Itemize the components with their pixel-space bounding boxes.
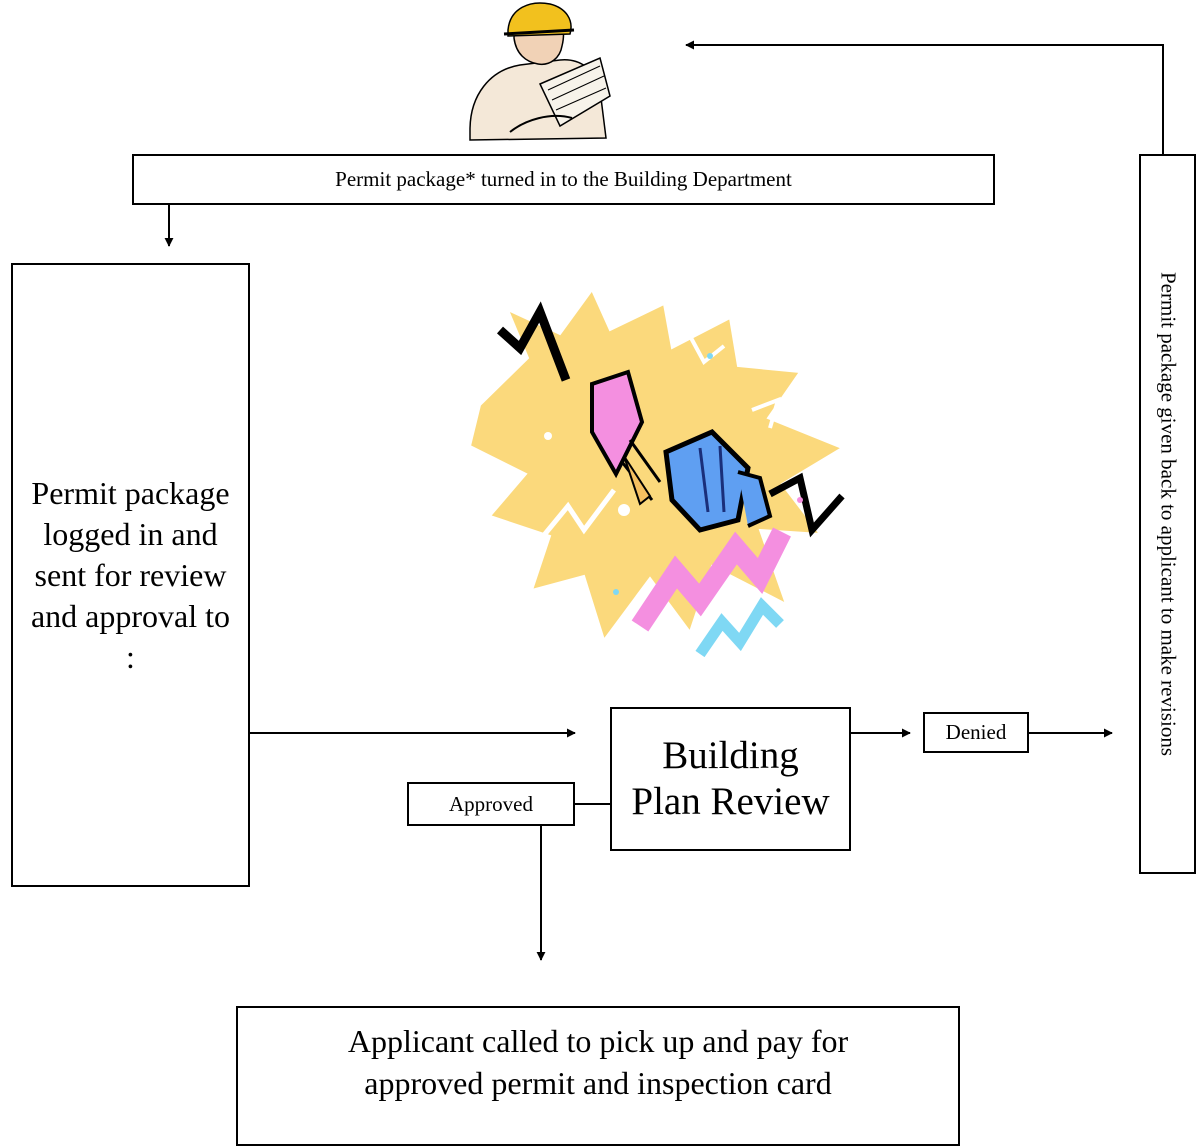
revisions-text: Permit package given back to applicant t… xyxy=(1156,271,1180,757)
permit-turned-in-text: Permit package* turned in to the Buildin… xyxy=(335,167,792,191)
review-line-2: Plan Review xyxy=(631,780,830,823)
permit-turned-in-box: Permit package* turned in to the Buildin… xyxy=(132,154,995,205)
denied-text: Denied xyxy=(945,720,1007,744)
engineer-clipart xyxy=(469,2,611,141)
electric-plug-clipart xyxy=(468,288,845,658)
review-line-1: Building xyxy=(662,734,799,777)
approved-text: Approved xyxy=(449,791,533,816)
return-arrow xyxy=(685,40,1164,154)
logging-box: Permit package logged in and sent for re… xyxy=(11,263,250,887)
revisions-box: Permit package given back to applicant t… xyxy=(1139,154,1196,874)
denied-box: Denied xyxy=(923,712,1029,753)
building-plan-review-box: Building Plan Review xyxy=(610,707,851,851)
pickup-line-1: Applicant called to pick up and pay for xyxy=(347,1023,849,1059)
pickup-line-2: approved permit and inspection card xyxy=(364,1065,832,1101)
logging-text: Permit package logged in and sent for re… xyxy=(30,474,231,675)
pickup-box: Applicant called to pick up and pay for … xyxy=(236,1006,960,1146)
approved-box: Approved xyxy=(407,782,575,826)
